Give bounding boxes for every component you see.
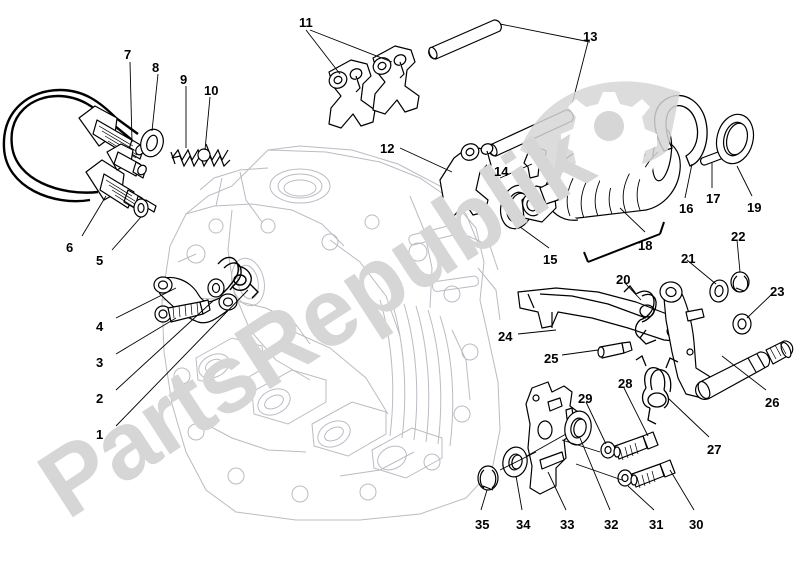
callout-33: 33	[560, 517, 575, 532]
part-11-shift-fork-a	[328, 59, 376, 129]
callout-15: 15	[543, 252, 558, 267]
callout-19: 19	[747, 200, 762, 215]
part-25-pin	[597, 341, 633, 359]
callout-1: 1	[96, 427, 104, 442]
callout-12: 12	[380, 141, 395, 156]
callout-31: 31	[649, 517, 664, 532]
part-5-washer	[133, 198, 149, 218]
part-6-spark-plug-cable	[2, 88, 139, 203]
callout-11: 11	[299, 15, 313, 30]
part-13-shift-rod-upper	[428, 19, 502, 60]
callout-16: 16	[679, 201, 694, 216]
callout-4: 4	[96, 319, 104, 334]
part-35-circlip	[477, 465, 499, 491]
part-11-shift-fork-b	[372, 45, 420, 115]
callout-34: 34	[516, 517, 531, 532]
callout-3: 3	[96, 355, 104, 370]
callout-5: 5	[96, 253, 104, 268]
part-22-circlip	[730, 271, 750, 293]
callout-24: 24	[498, 329, 513, 344]
callout-25: 25	[544, 351, 559, 366]
part-3-bolt	[154, 299, 211, 323]
part-14-pin	[523, 146, 547, 179]
callout-27: 27	[707, 442, 722, 457]
callout-8: 8	[152, 60, 160, 75]
part-30-bolt	[630, 459, 676, 489]
engine-case-ghost	[161, 145, 501, 521]
callout-29: 29	[578, 391, 593, 406]
callout-21: 21	[681, 251, 696, 266]
callout-26: 26	[765, 395, 780, 410]
callout-2: 2	[96, 391, 104, 406]
part-12-shift-fork	[439, 143, 494, 218]
callout-28: 28	[618, 376, 633, 391]
callout-32: 32	[604, 517, 619, 532]
part-26-shift-arm-shaft	[659, 281, 794, 401]
part-10-ball	[197, 148, 211, 162]
callout-7: 7	[124, 47, 132, 62]
part-33-index-plate	[525, 381, 579, 495]
callout-10: 10	[204, 83, 219, 98]
part-6-connector	[106, 143, 147, 179]
callout-35: 35	[475, 517, 490, 532]
part-13-shift-rod-lower	[488, 109, 574, 157]
part-20-spring	[623, 285, 657, 345]
callout-30: 30	[689, 517, 704, 532]
callout-22: 22	[731, 229, 746, 244]
part-2-washer	[207, 278, 225, 298]
part-19-seal-ring	[715, 113, 755, 165]
part-29-washer	[600, 441, 616, 459]
part-27-spring	[635, 355, 679, 425]
callout-23: 23	[770, 284, 785, 299]
part-8-washer	[140, 128, 164, 158]
callout-14: 14	[494, 164, 509, 179]
callout-9: 9	[180, 72, 188, 87]
leader-lines	[81, 23, 773, 511]
callout-20: 20	[616, 272, 631, 287]
callout-18: 18	[638, 238, 653, 253]
part-31-washer	[617, 469, 633, 487]
part-1-spring-clip	[217, 256, 259, 299]
part-23-washer	[732, 313, 752, 335]
part-32-bushing	[564, 410, 592, 446]
part-18-shift-drum	[521, 128, 681, 223]
part-21-washer	[709, 279, 729, 303]
part-28-bolt	[613, 431, 659, 461]
callout-17: 17	[706, 191, 721, 206]
callout-13: 13	[583, 29, 598, 44]
callout-6: 6	[66, 240, 74, 255]
